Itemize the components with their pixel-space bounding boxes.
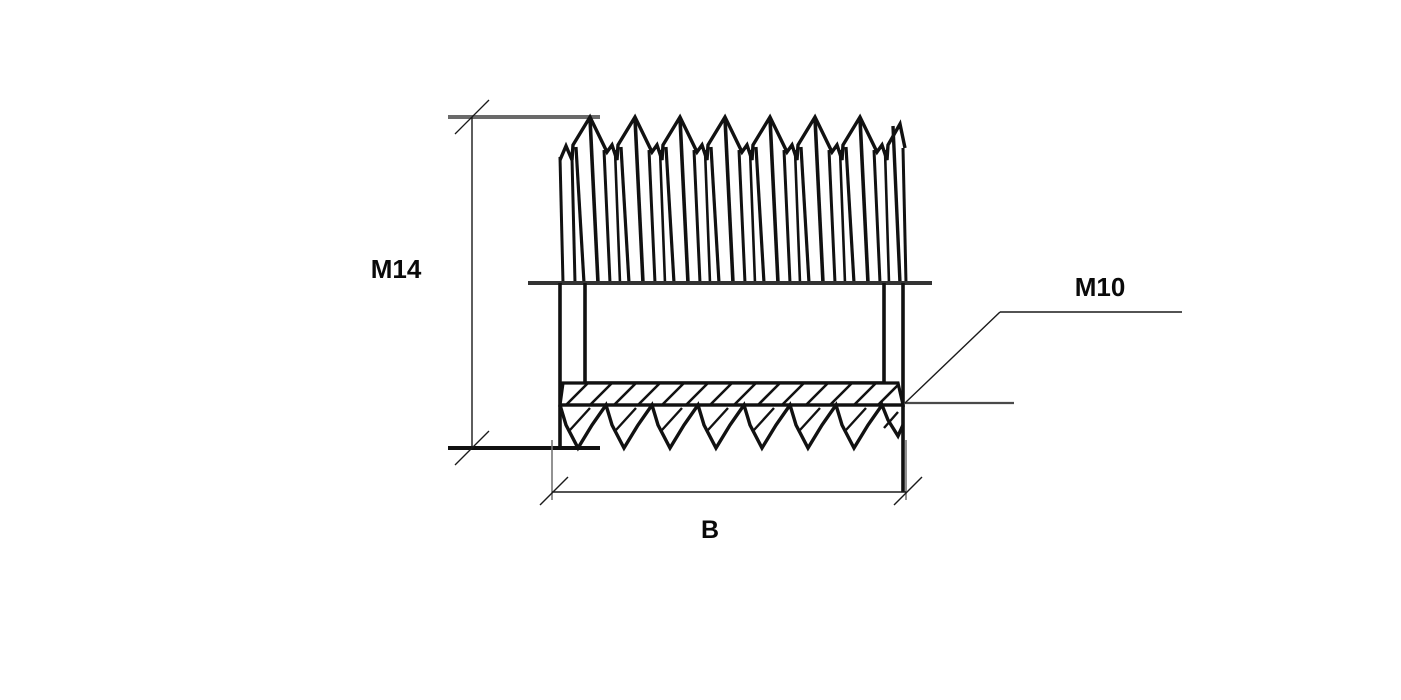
- m14-dimension-group: [448, 99, 600, 466]
- m14-tick-bottom: [454, 430, 490, 466]
- m14-label: M14: [371, 254, 422, 284]
- section-hatch-band: [558, 381, 906, 407]
- external-thread-group: [528, 113, 932, 285]
- hatch-lines: [565, 382, 899, 406]
- m10-label: M10: [1075, 272, 1126, 302]
- m10-leader-diagonal: [904, 311, 1001, 404]
- internal-thread-profile: [558, 401, 905, 452]
- internal-thread-group: [558, 401, 905, 452]
- b-tick-right: [893, 476, 923, 506]
- m14-tick-top: [454, 99, 490, 135]
- b-tick-left: [539, 476, 569, 506]
- internal-thread-flanks: [569, 407, 899, 431]
- m10-callout-group: M10: [904, 272, 1182, 405]
- thread-flank-lines: [558, 117, 908, 284]
- b-dimension-group: B: [539, 440, 923, 544]
- hatch-band-outline: [558, 381, 906, 407]
- b-label: B: [701, 516, 719, 544]
